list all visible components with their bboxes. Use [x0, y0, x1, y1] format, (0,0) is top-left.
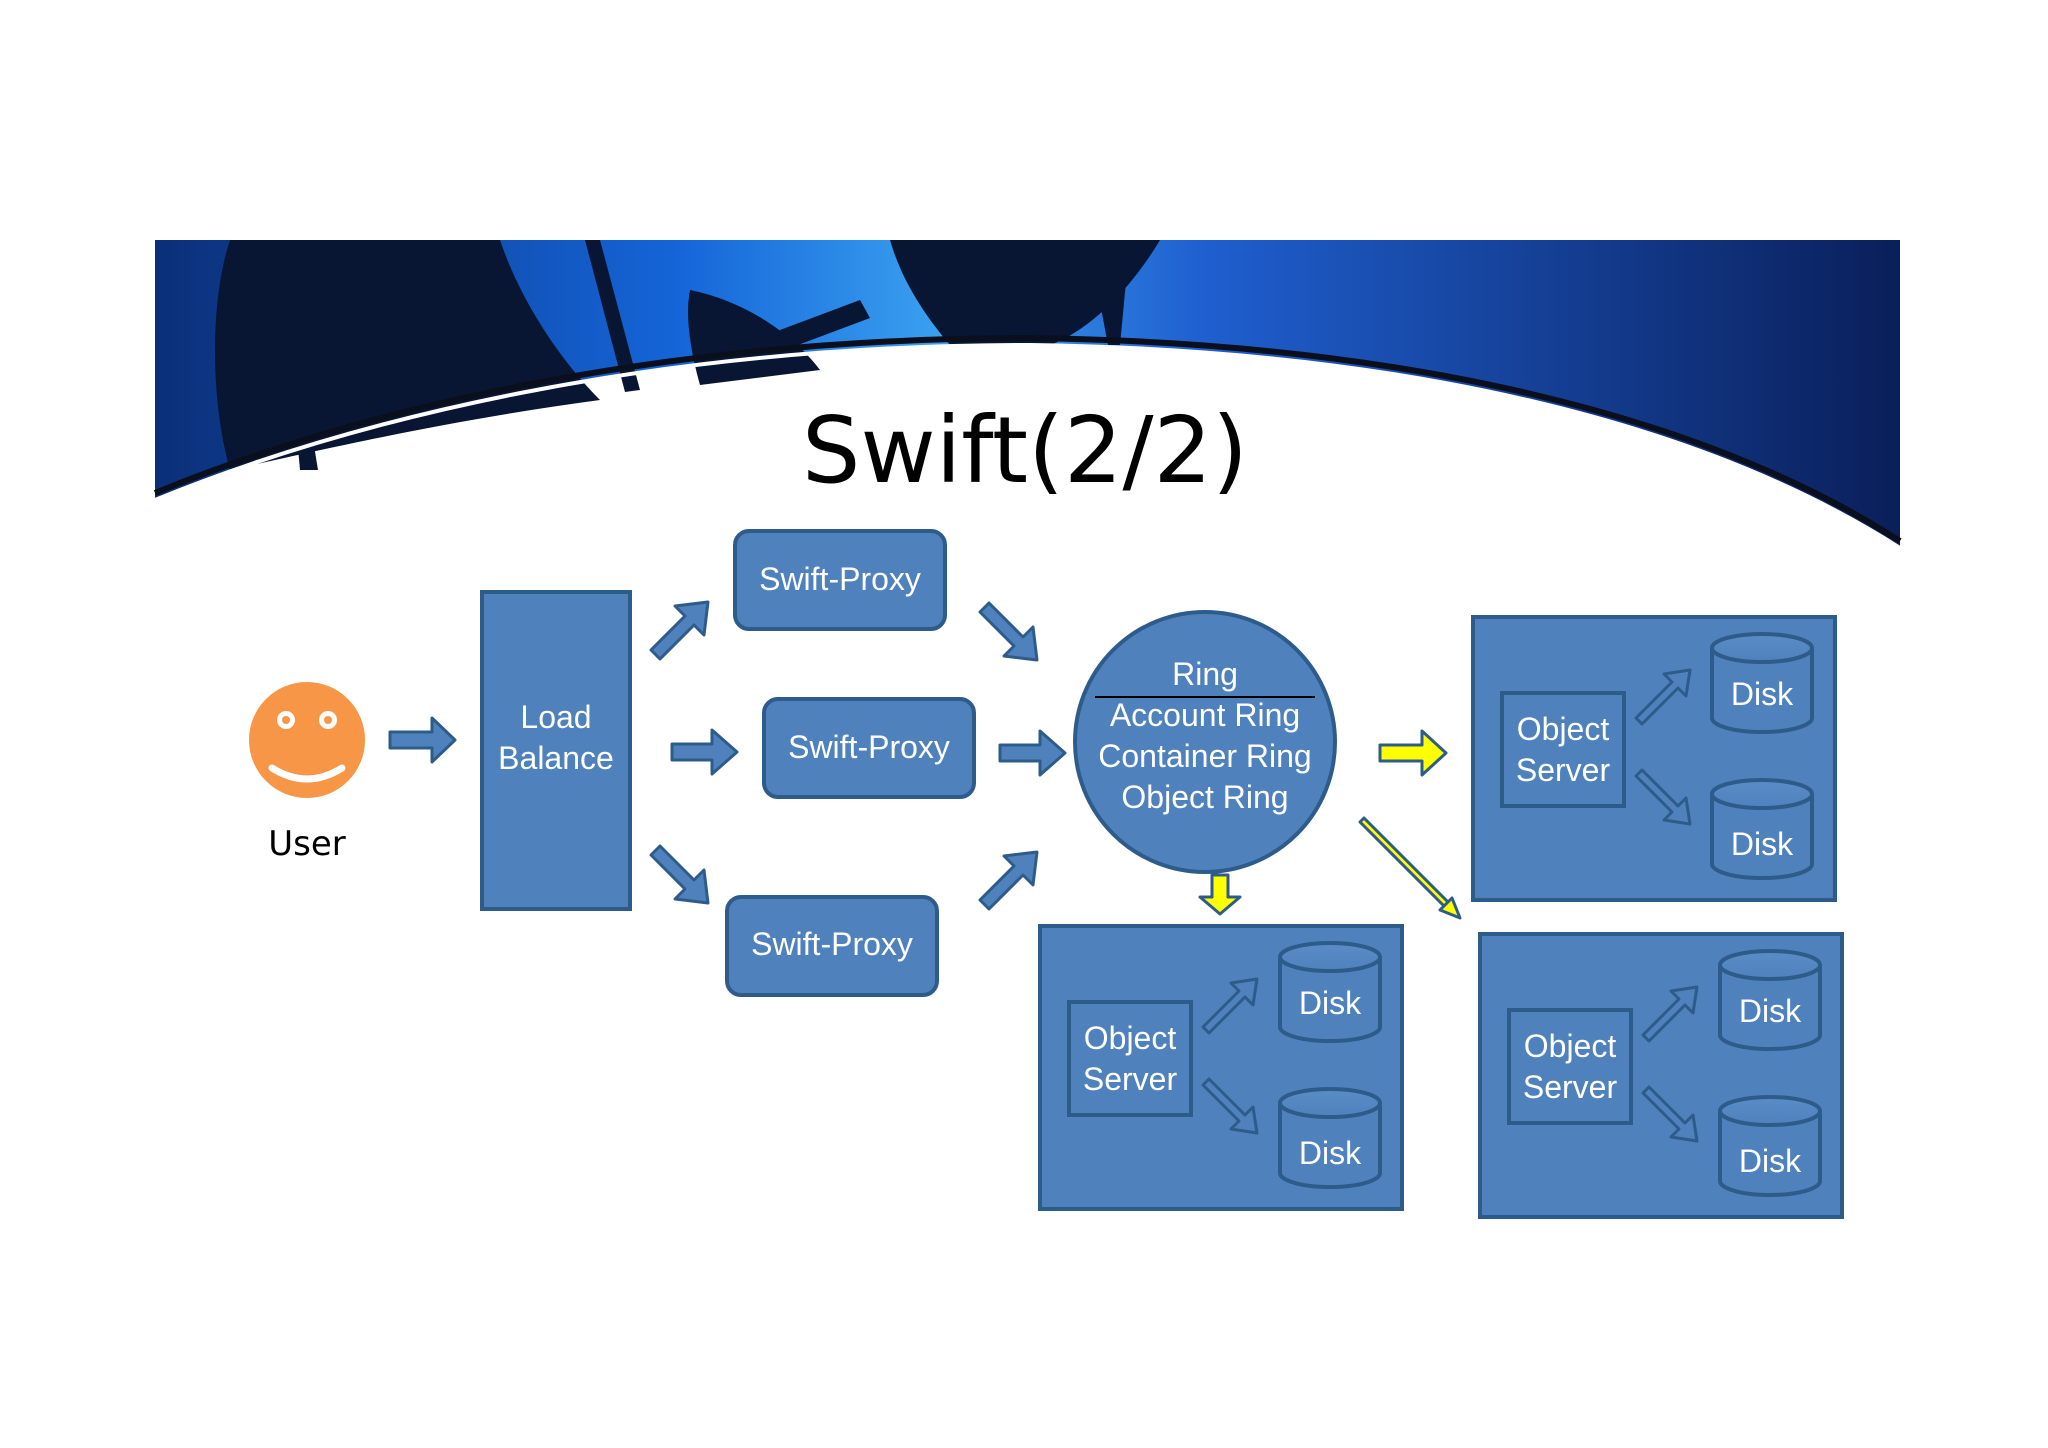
user-label: User — [268, 824, 346, 864]
disk-label: Disk — [1299, 1135, 1362, 1171]
arrow-right-icon — [388, 716, 457, 764]
swift-proxy-label: Swift-Proxy — [751, 926, 913, 962]
disk-label: Disk — [1731, 826, 1794, 862]
arrow-icon — [1641, 985, 1699, 1143]
swift-proxy-label: Swift-Proxy — [788, 729, 950, 765]
object-server-box — [1500, 691, 1626, 808]
object-server-label-line2: Server — [1523, 1069, 1618, 1105]
user-avatar — [249, 682, 365, 798]
object-server-box — [1507, 1008, 1633, 1125]
header-banner — [153, 240, 1902, 550]
disk-cylinder-icon — [1278, 1087, 1382, 1189]
object-server-box — [1067, 1000, 1193, 1117]
disk-label: Disk — [1731, 676, 1794, 712]
flow-arrows — [388, 600, 1067, 911]
arrow-down-icon — [1198, 873, 1242, 916]
arrow-up-right-icon — [649, 600, 710, 661]
object-server-label-line2: Server — [1516, 752, 1611, 788]
disk-label: Disk — [1299, 985, 1362, 1021]
arrow-right-icon — [1378, 729, 1448, 777]
storage-node: Object Server Disk Disk — [1478, 932, 1844, 1219]
arrow-right-icon — [998, 729, 1067, 777]
ring-item: Object Ring — [1121, 779, 1288, 815]
arrow-down-right-icon — [1358, 816, 1462, 920]
object-server-label-line1: Object — [1524, 1028, 1617, 1064]
disk-cylinder-icon — [1718, 949, 1822, 1051]
disk-cylinder-icon — [1710, 632, 1814, 734]
arrow-right-icon — [670, 728, 739, 776]
arrow-down-right-icon — [978, 601, 1039, 662]
disk-label: Disk — [1739, 993, 1802, 1029]
arrow-icon — [1634, 668, 1692, 826]
swift-proxy-label: Swift-Proxy — [759, 561, 921, 597]
load-balancer-label-line2: Balance — [498, 740, 614, 776]
load-balancer-label-line1: Load — [520, 699, 591, 735]
load-balancer-box — [480, 590, 632, 911]
ring-item: Container Ring — [1098, 738, 1311, 774]
object-server-label-line1: Object — [1084, 1020, 1177, 1056]
object-server-label-line1: Object — [1517, 711, 1610, 747]
swift-proxy-node: Swift-Proxy — [762, 697, 976, 799]
arrow-icon — [1201, 977, 1259, 1135]
swift-proxy-node: Swift-Proxy — [733, 529, 947, 631]
page-title: Swift(2/2) — [802, 397, 1248, 504]
ring-heading: Ring — [1172, 656, 1238, 692]
arrow-down-right-icon — [649, 844, 710, 905]
ring-item: Account Ring — [1110, 697, 1300, 733]
object-server-label-line2: Server — [1083, 1061, 1178, 1097]
replication-arrows — [1198, 729, 1462, 920]
disk-cylinder-icon — [1710, 778, 1814, 880]
disk-cylinder-icon — [1718, 1095, 1822, 1197]
storage-node: Object Server Disk Disk — [1471, 615, 1837, 902]
satellite-dish-icon — [215, 240, 1160, 470]
arrow-up-right-icon — [978, 850, 1039, 911]
disk-label: Disk — [1739, 1143, 1802, 1179]
swift-proxy-node: Swift-Proxy — [725, 895, 939, 997]
storage-node: Object Server Disk Disk — [1038, 924, 1404, 1211]
ring-node: Ring Account Ring Container Ring Object … — [1073, 610, 1337, 874]
disk-cylinder-icon — [1278, 941, 1382, 1043]
